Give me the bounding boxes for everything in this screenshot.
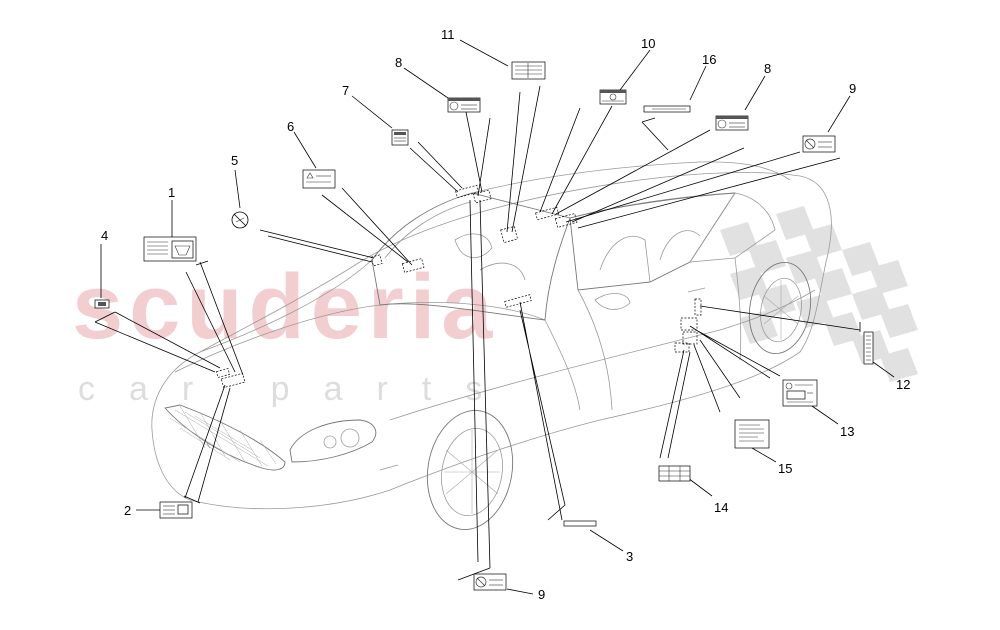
checkered-flag-logo (720, 206, 918, 382)
watermark: scuderia car parts (72, 206, 918, 408)
callout-10: 10 (641, 36, 655, 51)
leader-lines (94, 39, 895, 595)
label-7-icon (391, 129, 409, 146)
callout-7: 7 (342, 83, 349, 98)
label-6-icon (302, 169, 336, 189)
callout-8-right: 8 (764, 61, 771, 76)
label-8-icon (447, 97, 481, 113)
label-3-icon (563, 520, 597, 527)
label-1-icon (143, 236, 197, 262)
callout-16: 16 (702, 52, 716, 67)
label-12-icon (863, 331, 874, 365)
label-16-icon (643, 105, 691, 113)
label-8-right-icon (715, 115, 749, 131)
callout-9-right: 9 (849, 81, 856, 96)
callout-numbers: 1 2 3 4 5 6 7 8 8 9 9 10 11 12 13 14 15 … (101, 27, 910, 602)
callout-6: 6 (287, 119, 294, 134)
label-15-icon (734, 419, 770, 449)
label-locations (215, 184, 702, 389)
callout-8: 8 (395, 55, 402, 70)
callout-13: 13 (840, 424, 854, 439)
label-10-icon (599, 89, 627, 105)
callout-5: 5 (231, 153, 238, 168)
label-13-icon (782, 379, 818, 407)
callout-3: 3 (626, 549, 633, 564)
callout-2: 2 (124, 503, 131, 518)
callout-9-bottom: 9 (538, 587, 545, 602)
grille-mesh (169, 405, 277, 467)
label-9-right-icon (802, 135, 836, 153)
car-outline (151, 161, 832, 530)
watermark-subtitle: car parts (78, 370, 516, 408)
label-icons (94, 61, 874, 591)
label-4-icon (94, 299, 110, 309)
label-14-icon (658, 465, 691, 482)
callout-15: 15 (778, 461, 792, 476)
label-9-bottom-icon (473, 573, 507, 591)
callout-14: 14 (714, 500, 728, 515)
callout-11: 11 (441, 27, 455, 42)
label-11-icon (511, 61, 546, 80)
no-smoking-icon (231, 211, 249, 229)
callout-1: 1 (168, 185, 175, 200)
callout-4: 4 (101, 228, 108, 243)
watermark-brand: scuderia (72, 256, 498, 358)
label-2-icon (159, 501, 193, 519)
callout-12: 12 (896, 377, 910, 392)
